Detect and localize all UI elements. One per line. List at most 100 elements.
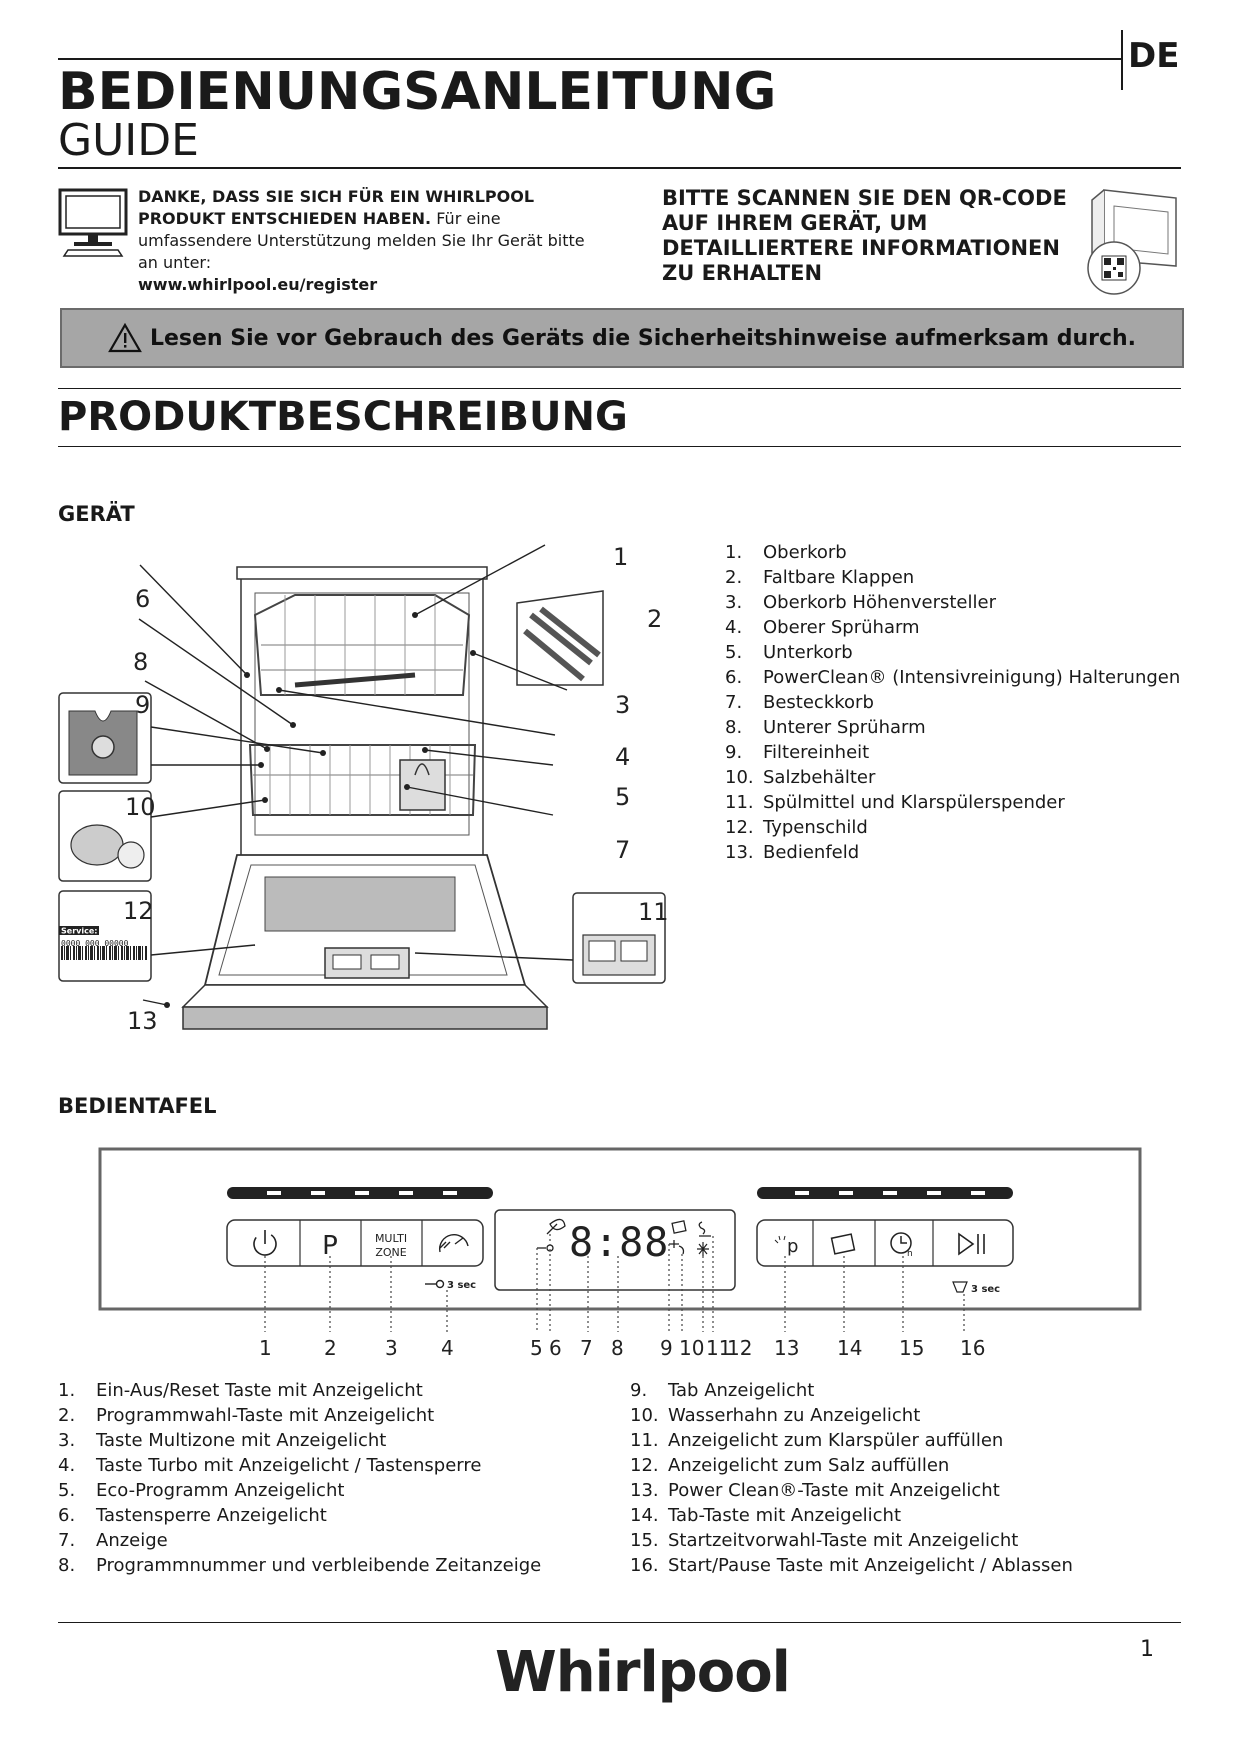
multizone-label-1[interactable]: MULTI: [375, 1232, 407, 1245]
panel-legend-item-number: 1.: [58, 1380, 76, 1401]
panel-legend-item-label: Taste Multizone mit Anzeigelicht: [96, 1430, 387, 1451]
callout-10: 10: [125, 793, 156, 821]
panel-legend-item: 1. Ein-Aus/Reset Taste mit Anzeigelicht: [58, 1378, 541, 1403]
device-part-item-number: 8.: [725, 717, 743, 738]
footer-rule: [58, 1622, 1181, 1623]
delay-start-button[interactable]: h: [890, 1232, 913, 1259]
panel-num-11: 11: [706, 1336, 732, 1360]
panel-num-1: 1: [259, 1336, 272, 1360]
callout-7: 7: [615, 836, 630, 864]
panel-legend-item-label: Ein-Aus/Reset Taste mit Anzeigelicht: [96, 1380, 423, 1401]
salt-indicator-icon: [698, 1221, 711, 1237]
panel-legend-item-label: Taste Turbo mit Anzeigelicht / Tastenspe…: [96, 1455, 482, 1476]
device-part-item: 3. Oberkorb Höhenversteller: [725, 590, 1180, 615]
panel-legend-item-label: Anzeige: [96, 1530, 168, 1551]
power-button[interactable]: [250, 1229, 281, 1260]
panel-legend-item: 16.Start/Pause Taste mit Anzeigelicht / …: [630, 1553, 1073, 1578]
device-part-item: 8. Unterer Sprüharm: [725, 715, 1180, 740]
time-display: 8:88: [569, 1220, 669, 1266]
section-bottom-rule: [58, 446, 1181, 447]
device-part-item-number: 7.: [725, 692, 743, 713]
tab-button[interactable]: [830, 1233, 856, 1255]
device-part-item: 2.Faltbare Klappen: [725, 565, 1180, 590]
section-title: PRODUKTBESCHREIBUNG: [58, 394, 628, 440]
svg-text:h: h: [907, 1249, 913, 1259]
device-part-item: 7. Besteckkorb: [725, 690, 1180, 715]
panel-heading: BEDIENTAFEL: [58, 1094, 217, 1118]
panel-legend-item: 4.Taste Turbo mit Anzeigelicht / Tastens…: [58, 1453, 541, 1478]
panel-legend-item-label: Start/Pause Taste mit Anzeigelicht / Abl…: [668, 1555, 1073, 1576]
panel-legend-item-label: Tab-Taste mit Anzeigelicht: [668, 1505, 902, 1526]
device-part-item-label: Oberer Sprüharm: [763, 617, 920, 638]
panel-legend-item: 5.Eco-Programm Anzeigelicht: [58, 1478, 541, 1503]
rinse-aid-icon: [697, 1242, 709, 1256]
turbo-button[interactable]: [438, 1234, 469, 1253]
device-part-item: 9.Filtereinheit: [725, 740, 1180, 765]
panel-num-13: 13: [774, 1336, 800, 1360]
panel-num-3: 3: [385, 1336, 398, 1360]
device-part-item: 4.Oberer Sprüharm: [725, 615, 1180, 640]
panel-legend-item: 13.Power Clean®-Taste mit Anzeigelicht: [630, 1478, 1073, 1503]
safety-warning-banner: Lesen Sie vor Gebrauch des Geräts die Si…: [60, 308, 1184, 368]
panel-legend-item: 14.Tab-Taste mit Anzeigelicht: [630, 1503, 1073, 1528]
callout-13: 13: [127, 1007, 158, 1035]
device-part-item: 10.Salzbehälter: [725, 765, 1180, 790]
panel-legend-item: 3.Taste Multizone mit Anzeigelicht: [58, 1428, 541, 1453]
program-button[interactable]: P: [322, 1231, 338, 1261]
panel-legend-item-label: Eco-Programm Anzeigelicht: [96, 1480, 345, 1501]
turbo-hint: 3 sec: [447, 1280, 476, 1291]
device-part-item-number: 10.: [725, 767, 754, 788]
device-part-item-label: Oberkorb: [763, 542, 847, 563]
panel-num-9: 9: [660, 1336, 673, 1360]
panel-legend-item-number: 15.: [630, 1530, 659, 1551]
tab-indicator-icon: [671, 1220, 687, 1234]
device-part-item-label: Spülmittel und Klarspülerspender: [763, 792, 1065, 813]
device-part-item-number: 9.: [725, 742, 743, 763]
panel-num-14: 14: [837, 1336, 863, 1360]
section-top-rule: [58, 388, 1181, 389]
key-lock-icon: [425, 1279, 445, 1289]
whirlpool-logo: Whirlpool: [495, 1640, 791, 1705]
callout-11: 11: [638, 898, 669, 926]
dishwasher-qr-icon: [1087, 189, 1177, 295]
device-part-item-label: Besteckkorb: [763, 692, 874, 713]
panel-legend-item: 12. Anzeigelicht zum Salz auffüllen: [630, 1453, 1073, 1478]
drain-icon: [952, 1281, 968, 1293]
device-part-item-number: 13.: [725, 842, 754, 863]
device-part-item: 13.Bedienfeld: [725, 840, 1180, 865]
language-code: DE: [1128, 36, 1180, 76]
device-part-item-number: 2.: [725, 567, 743, 588]
panel-legend-item-label: Anzeigelicht zum Salz auffüllen: [668, 1455, 950, 1476]
callout-5: 5: [615, 783, 630, 811]
start-pause-button[interactable]: [958, 1232, 985, 1256]
panel-legend-item-number: 8.: [58, 1555, 76, 1576]
callout-8: 8: [133, 648, 148, 676]
panel-legend-item-label: Startzeitvorwahl-Taste mit Anzeigelicht: [668, 1530, 1019, 1551]
device-heading: GERÄT: [58, 502, 135, 526]
intro-text: Für eine umfassendere Unterstützung meld…: [138, 209, 585, 272]
device-part-item: 12.Typenschild: [725, 815, 1180, 840]
warning-text: Lesen Sie vor Gebrauch des Geräts die Si…: [149, 325, 1137, 351]
device-part-item: 1. Oberkorb: [725, 540, 1180, 565]
device-part-item-label: Oberkorb Höhenversteller: [763, 592, 996, 613]
device-part-item-number: 3.: [725, 592, 743, 613]
water-tap-icon: [669, 1240, 685, 1255]
panel-legend-item: 8.Programmnummer und verbleibende Zeitan…: [58, 1553, 541, 1578]
device-part-item-number: 12.: [725, 817, 754, 838]
service-number: 0000 000 00000: [61, 939, 129, 948]
panel-legend-item-number: 12.: [630, 1455, 659, 1476]
dishwasher-diagram: Service: 0000 000 00000 1 2 3 4 5 6 7: [58, 543, 669, 1035]
device-part-item-label: Unterer Sprüharm: [763, 717, 926, 738]
multizone-label-2[interactable]: ZONE: [375, 1246, 406, 1259]
power-clean-button[interactable]: p: [774, 1235, 798, 1257]
register-link[interactable]: www.whirlpool.eu/register: [138, 275, 378, 294]
device-part-item-number: 1.: [725, 542, 743, 563]
panel-legend-item-label: Programmwahl-Taste mit Anzeigelicht: [96, 1405, 435, 1426]
panel-num-15: 15: [899, 1336, 925, 1360]
device-part-item-number: 5.: [725, 642, 743, 663]
callout-3: 3: [615, 691, 630, 719]
panel-num-4: 4: [441, 1336, 454, 1360]
panel-num-16: 16: [960, 1336, 986, 1360]
